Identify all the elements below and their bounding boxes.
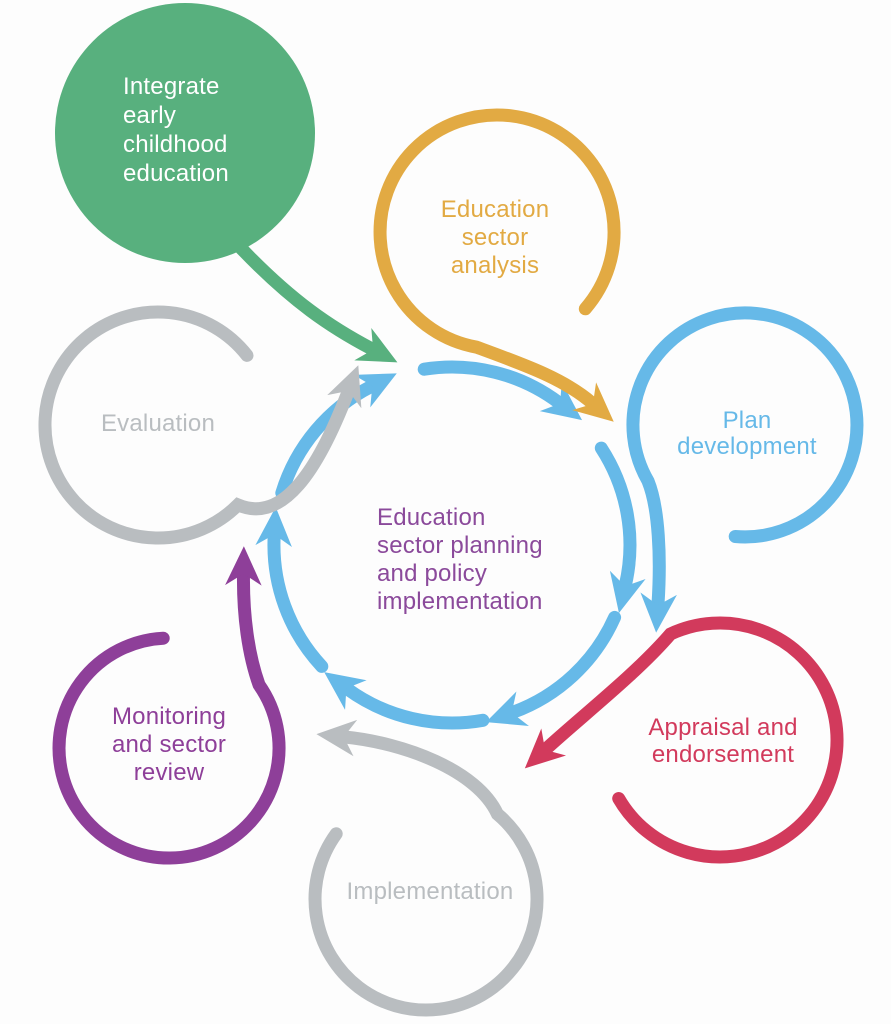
plan-loop-and-arrow (626, 306, 864, 633)
cycle-arc-bottom-right (485, 610, 622, 726)
implementation-loop-and-arrow (308, 719, 544, 1017)
appraisal-label: Appraisal and endorsement (648, 714, 798, 768)
monitoring-loop-and-arrow (52, 546, 286, 865)
node-monitoring-shape (52, 546, 286, 865)
cycle-arc-right (594, 441, 646, 613)
node-evaluation-shape (38, 305, 362, 545)
appraisal-loop-and-arrow (524, 616, 844, 864)
monitoring-label: Monitoring and sector review (111, 703, 227, 786)
node-analysis-shape (373, 108, 621, 422)
node-implementation-shape (308, 719, 544, 1017)
node-appraisal-shape (524, 616, 844, 864)
evaluation-loop-and-arrow (38, 305, 362, 545)
node-integrate-shape (55, 3, 398, 363)
integrate-circle (55, 3, 315, 263)
cycle-arc-left (255, 507, 329, 673)
node-plan-shape (626, 306, 864, 633)
implementation-label: Implementation (346, 878, 514, 905)
analysis-label: Education sector analysis (440, 196, 550, 279)
integrate-arrow (231, 238, 398, 363)
evaluation-label: Evaluation (100, 410, 216, 437)
analysis-loop-and-arrow (373, 108, 621, 422)
integrate-label: Integrate early childhood education (123, 73, 229, 187)
cycle-arc-top (417, 360, 583, 421)
central-cycle-arrows (255, 360, 646, 730)
central-cycle-label: Education sector planning and policy imp… (377, 504, 543, 615)
plan-label: Plan development (677, 407, 817, 460)
cycle-arc-bottom-left (324, 672, 490, 730)
